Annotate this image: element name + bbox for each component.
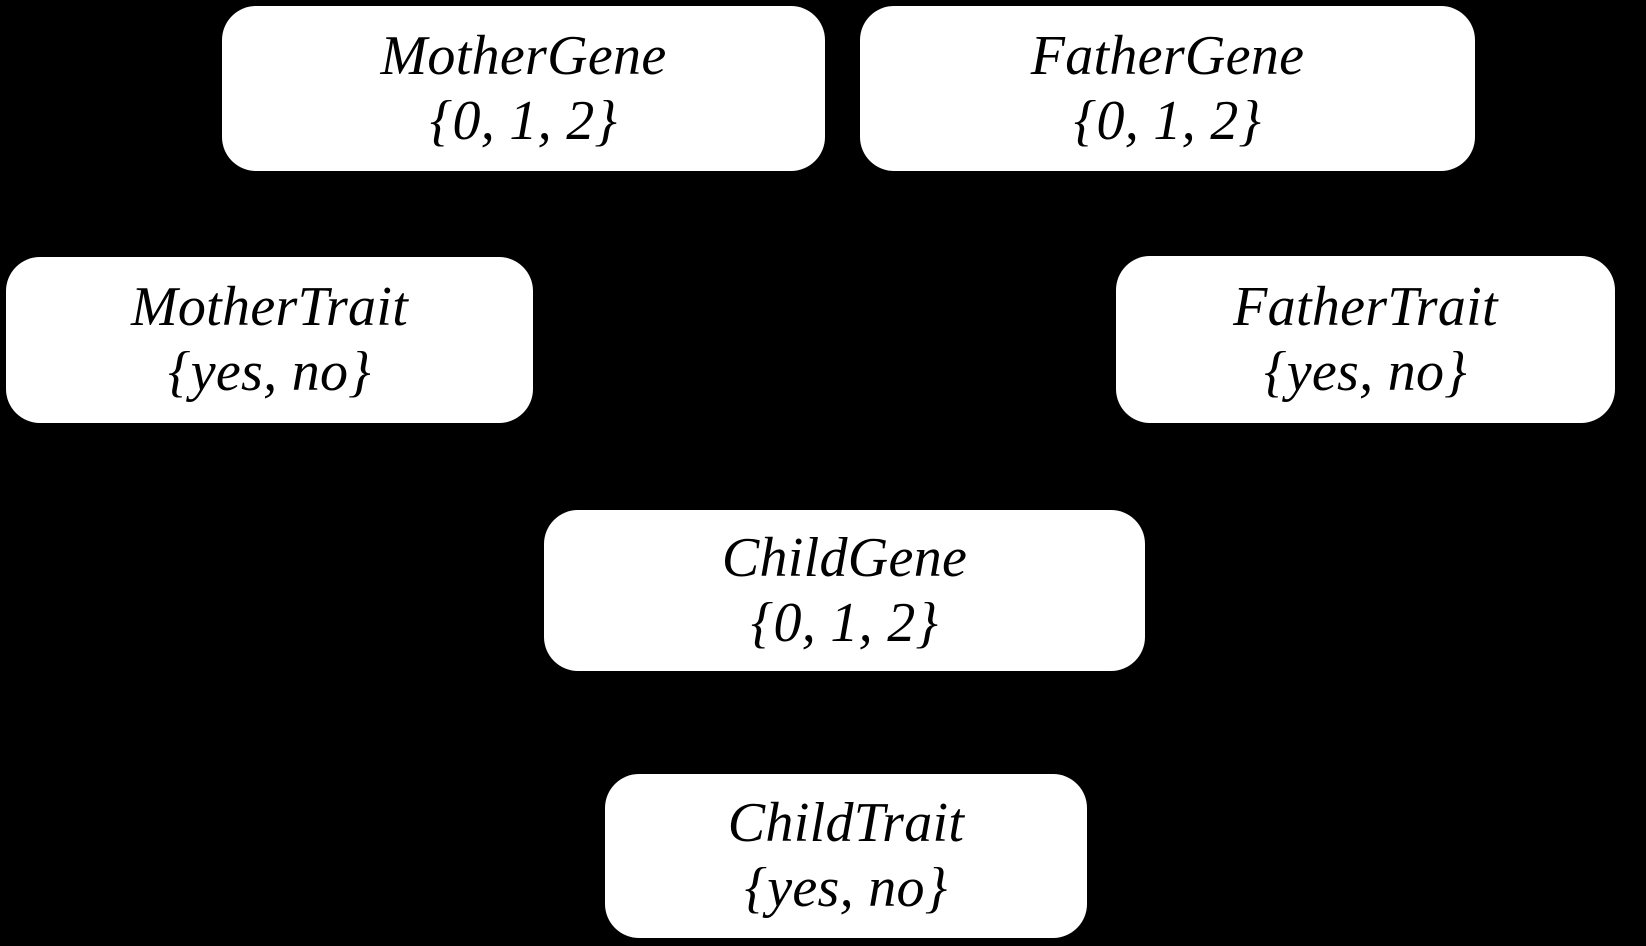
node-father-trait[interactable]: FatherTrait {yes, no} xyxy=(1116,256,1615,423)
node-child-trait-label: ChildTrait xyxy=(727,792,965,855)
node-child-gene-label: ChildGene xyxy=(721,526,968,589)
node-mother-trait[interactable]: MotherTrait {yes, no} xyxy=(6,257,533,423)
node-father-trait-label: FatherTrait xyxy=(1233,275,1498,338)
node-mother-trait-domain: {yes, no} xyxy=(168,341,371,403)
node-mother-trait-label: MotherTrait xyxy=(130,276,409,339)
node-father-gene[interactable]: FatherGene {0, 1, 2} xyxy=(860,6,1475,171)
node-child-gene-domain: {0, 1, 2} xyxy=(750,591,939,654)
node-father-trait-domain: {yes, no} xyxy=(1264,340,1467,403)
node-mother-gene[interactable]: MotherGene {0, 1, 2} xyxy=(222,6,825,171)
node-mother-gene-domain: {0, 1, 2} xyxy=(429,89,618,152)
node-father-gene-domain: {0, 1, 2} xyxy=(1073,89,1262,152)
node-child-trait-domain: {yes, no} xyxy=(744,857,948,919)
node-mother-gene-label: MotherGene xyxy=(380,24,667,87)
node-child-gene[interactable]: ChildGene {0, 1, 2} xyxy=(544,510,1145,671)
node-father-gene-label: FatherGene xyxy=(1030,24,1305,87)
node-child-trait[interactable]: ChildTrait {yes, no} xyxy=(605,774,1087,938)
